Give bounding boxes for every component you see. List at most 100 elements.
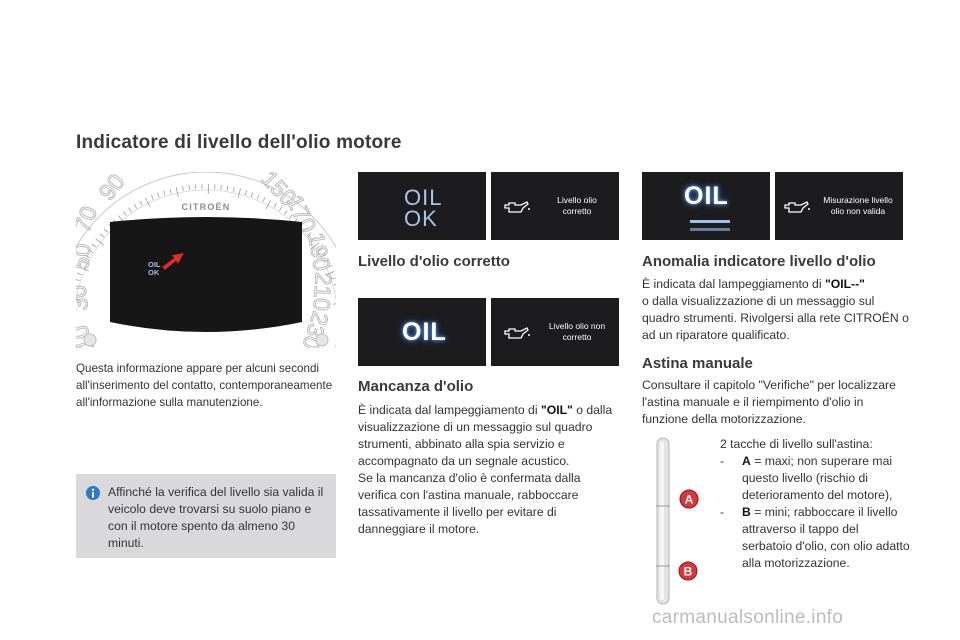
- dial-tick: [182, 185, 184, 192]
- dial-tick: [273, 203, 277, 208]
- heading-dipstick: Astina manuale: [642, 355, 753, 372]
- scale-left-4: 30: [76, 284, 93, 312]
- info-note-text: Affinché la verifica del livello sia val…: [108, 485, 324, 550]
- dial-tick: [226, 185, 229, 191]
- display-oil-ok: OIL OK: [358, 172, 486, 240]
- oil-glow-text: OIL: [402, 318, 447, 346]
- heading-missing-oil: Mancanza d'olio: [358, 378, 474, 395]
- list-item: - B = mini; rabboccare il livello attrav…: [720, 505, 910, 570]
- message-panel-anomaly: Misurazione livello olio non valida: [775, 172, 903, 240]
- anomaly-text: È indicata dal lampeggiamento di "OIL--"…: [642, 277, 909, 342]
- oil-glow-text: OIL: [684, 182, 729, 210]
- message-panel-missing: Livello olio non corretto: [491, 298, 619, 366]
- heading-anomaly: Anomalia indicatore livello d'olio: [642, 253, 876, 270]
- dipstick-text: Consultare il capitolo "Verifiche" per l…: [642, 378, 896, 426]
- dial-tick: [91, 243, 97, 248]
- dial-tick: [307, 232, 312, 237]
- panel-label-line2: corretto: [562, 332, 592, 342]
- dial-tick: [99, 233, 104, 238]
- dial-tick: [123, 211, 127, 216]
- dial-tick: [310, 242, 320, 249]
- oil-can-icon: [504, 201, 530, 213]
- dial-tick: [321, 253, 327, 257]
- dial-tick: [95, 238, 105, 246]
- dial-tick: [145, 197, 151, 208]
- dial-tick: [324, 271, 335, 276]
- panel-label-line2: corretto: [562, 206, 592, 216]
- gauge-display-ok: OK: [148, 268, 160, 277]
- panel-label-line1: Livello olio: [557, 195, 597, 205]
- watermark: carmanualsonline.info: [652, 607, 844, 628]
- info-note-box: Affinché la verifica del livello sia val…: [76, 474, 336, 558]
- dial-tick: [284, 210, 288, 215]
- dial-tick: [76, 298, 81, 301]
- display-oil-flashing: OIL: [358, 298, 486, 366]
- dial-tick: [318, 247, 323, 252]
- list-item: - A = maxi; non superare mai questo live…: [720, 454, 893, 502]
- label-b-text: B: [684, 565, 693, 579]
- dashboard-gauge-illustration: 90 70 50 30 10 150 170 190 210 230 CITRO…: [76, 172, 336, 348]
- dial-tick: [103, 228, 109, 233]
- dial-tick: [278, 206, 283, 212]
- dash-line-1: [690, 220, 730, 223]
- dial-tick: [262, 197, 266, 202]
- dial-tick: [324, 259, 330, 263]
- missing-oil-text: È indicata dal lampeggiamento di "OIL" o…: [358, 403, 613, 536]
- dash-line-2: [690, 228, 730, 231]
- dial-tick: [175, 187, 179, 198]
- dial-tick: [333, 284, 336, 286]
- dial-tick: [256, 194, 260, 200]
- marks-intro: 2 tacche di livello sull'astina:: [720, 437, 873, 451]
- dial-tick: [250, 192, 254, 198]
- label-a-text: A: [685, 493, 694, 507]
- page-title: Indicatore di livello dell'olio motore: [76, 132, 402, 153]
- dial-tick: [139, 200, 143, 206]
- dipstick-marks-list: 2 tacche di livello sull'astina: - A = m…: [720, 436, 910, 572]
- dial-tick: [76, 272, 82, 276]
- dial-tick: [310, 237, 316, 241]
- dial-tick: [244, 190, 248, 196]
- dial-tick: [76, 279, 80, 282]
- dial-tick: [163, 190, 166, 196]
- dial-tick: [151, 195, 154, 201]
- dipstick-illustration: A B: [656, 437, 699, 605]
- dial-tick: [232, 186, 235, 192]
- brand-label: CITROËN: [182, 202, 231, 212]
- label-b-badge: B: [678, 561, 698, 581]
- oil-can-icon: [504, 327, 530, 339]
- oil-can-icon: [784, 201, 810, 213]
- heading-correct-level: Livello d'olio corretto: [358, 253, 510, 270]
- label-a-badge: A: [679, 489, 699, 509]
- dial-tick: [133, 204, 138, 209]
- oil-ok-line2: OK: [404, 206, 438, 231]
- dial-tick: [332, 303, 336, 305]
- dial-tick: [84, 254, 90, 259]
- oil-ok-line1: OIL: [404, 185, 443, 210]
- panel-label-line1: Livello olio non: [548, 321, 606, 331]
- panel-label-line2: olio non valida: [830, 206, 886, 216]
- info-icon: [86, 486, 100, 500]
- scale-left-3: 50: [76, 242, 96, 270]
- gauge-display-oil: OIL: [148, 260, 161, 269]
- dial-tick: [265, 199, 272, 210]
- dial-tick: [157, 192, 160, 198]
- dial-tick: [327, 265, 333, 268]
- dial-tick: [79, 266, 89, 272]
- red-arrow-icon: [161, 252, 185, 271]
- scale-right-4: 210: [308, 272, 336, 312]
- dial-tick: [188, 185, 190, 191]
- dial-tick: [169, 188, 172, 194]
- dial-tick: [128, 207, 132, 213]
- dial-tick: [331, 277, 336, 280]
- dial-tick: [82, 260, 87, 264]
- panel-label-line1: Misurazione livello: [823, 195, 893, 205]
- dial-tick: [302, 227, 308, 232]
- display-oil-dashes: OIL: [642, 172, 770, 240]
- intro-text: Questa informazione appare per alcuni se…: [76, 362, 333, 409]
- message-panel-correct: Livello olio corretto: [491, 172, 619, 240]
- dial-tick: [88, 249, 93, 253]
- dial-tick: [237, 188, 241, 199]
- dial-tick: [220, 184, 222, 190]
- dial-tick: [76, 285, 78, 288]
- dial-tick: [289, 214, 293, 219]
